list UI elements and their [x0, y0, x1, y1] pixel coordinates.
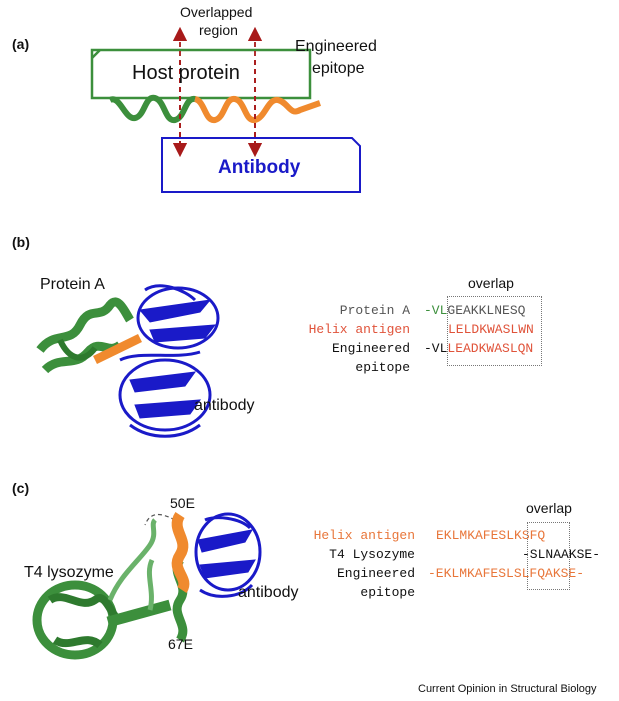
- host-protein-label: Host protein: [132, 62, 240, 84]
- host-protein-box: [90, 48, 312, 100]
- seq-helix-antigen-b: LELDKWASLWN: [448, 322, 534, 337]
- residue-50e: 50E: [170, 495, 195, 511]
- panel-c-label: (c): [12, 480, 30, 496]
- seq-name-helix-antigen-c: Helix antigen: [313, 528, 415, 543]
- seq-engineered-c: -EKLMKAFESLSLFQAKSE-: [428, 566, 585, 581]
- residue-67e: 67E: [168, 636, 193, 652]
- overlap-label-c: overlap: [526, 500, 572, 516]
- epitope-label: epitope: [312, 60, 365, 77]
- seq-name-epitope-b: epitope: [355, 360, 410, 375]
- protein-a-structure: [36, 297, 142, 374]
- engineered-helix-c: [171, 511, 190, 594]
- antibody-label-c: antibody: [238, 584, 299, 601]
- helix-ribbon: [108, 94, 321, 123]
- seq-name-engineered-b: Engineered: [331, 341, 410, 356]
- region-label: region: [199, 22, 238, 38]
- overlap-box-c: [527, 522, 570, 590]
- antibody-label-a: Antibody: [218, 157, 301, 178]
- seq-name-helix-antigen-b: Helix antigen: [308, 322, 410, 337]
- seq-name-epitope-c: epitope: [360, 585, 415, 600]
- seq-protein-a: -VLGEAKKLNESQ: [424, 303, 526, 318]
- seq-t4-lysozyme: -SLNAAKSE-: [522, 547, 601, 562]
- overlapped-label: Overlapped: [180, 4, 253, 20]
- engineered-label: Engineered: [295, 38, 377, 55]
- panel-b-label: (b): [12, 234, 30, 250]
- seq-engineered-b: -VLLEADKWASLQN: [424, 341, 534, 356]
- seq-name-engineered-c: Engineered: [336, 566, 415, 581]
- overlap-box-b: [447, 296, 542, 366]
- protein-a-label: Protein A: [40, 276, 105, 293]
- journal-footer: Current Opinion in Structural Biology: [418, 683, 597, 695]
- antibody-box: [161, 137, 361, 193]
- seq-name-protein-a: Protein A: [339, 303, 410, 318]
- antibody-structure-c: [194, 512, 262, 598]
- seq-helix-antigen-c: EKLMKAFESLKSFQ: [436, 528, 546, 543]
- overlap-label-b: overlap: [468, 275, 514, 291]
- antibody-structure-b: [118, 284, 220, 438]
- antibody-label-b: antibody: [194, 397, 255, 414]
- seq-name-t4-lysozyme: T4 Lysozyme: [329, 547, 415, 562]
- panel-a-label: (a): [12, 36, 30, 52]
- disordered-loop: [144, 514, 176, 526]
- t4-lysozyme-structure: [32, 518, 188, 660]
- t4-lysozyme-label: T4 lysozyme: [24, 564, 114, 581]
